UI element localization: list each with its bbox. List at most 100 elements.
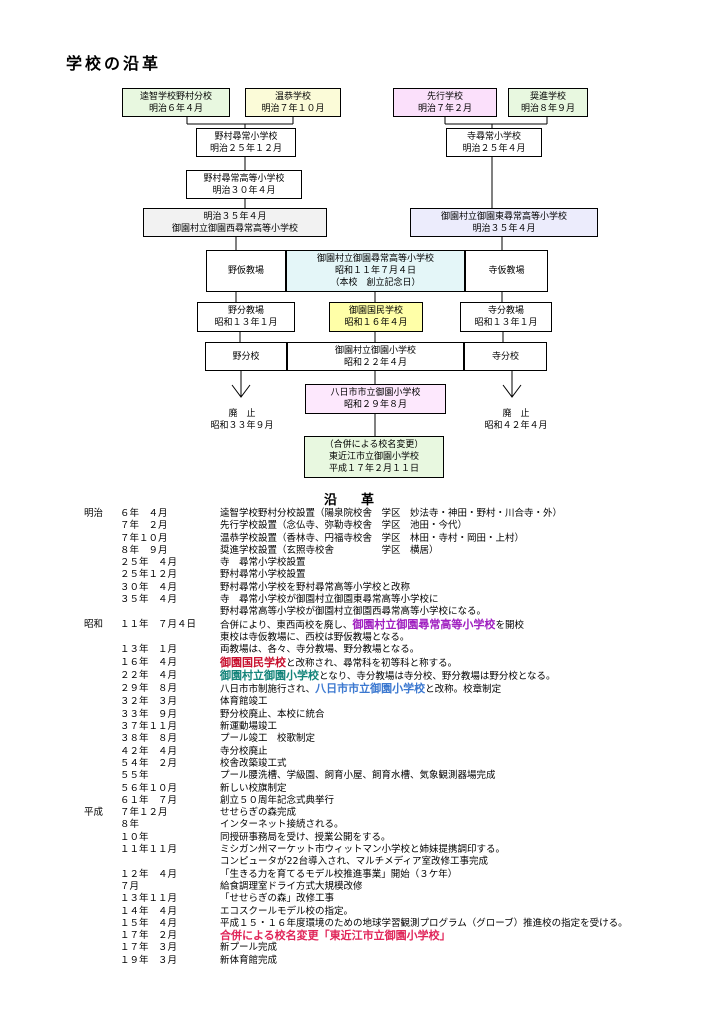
history-text: 野分校廃止、本校に統合 — [220, 708, 325, 720]
history-text: 寺 尋常小学校が御園村立御園東尋常高等小学校に — [220, 594, 439, 606]
history-row: ６１年 ７月創立５０周年記念式典挙行 — [84, 795, 704, 807]
history-text: コンピュータが22台導入され、マルチメディア室改修工事完成 — [220, 856, 489, 868]
box-higashiomi-misono: （合併による校名変更）東近江市立御園小学校平成１７年２月１１日 — [304, 436, 444, 478]
history-text: 「生きる力を育てるモデル校推進事業」開始（３ケ年） — [220, 868, 458, 880]
history-list: 明治 ６年 ４月 逵智学校野村分校設置（陽泉院校舎 学区 妙法寺・神田・野村・川合寺… — [84, 508, 704, 967]
history-row: １５年 ４月 平成１５・１６年度環境のための地球学習観測プログラム（グローブ）推進… — [84, 918, 704, 930]
history-text: 逵智学校野村分校設置（陽泉院校舎 学区 妙法寺・神田・野村・川合寺・外） — [220, 508, 563, 519]
history-date: ５４年 ２月 — [120, 757, 178, 769]
history-row: 東校は寺仮教場に、西校は野仮教場となる。 — [84, 632, 704, 644]
history-era — [84, 533, 120, 545]
history-flowchart-lines — [186, 116, 548, 436]
page-title: 学校の沿革 — [66, 54, 162, 73]
box-shoshin-school: 奨進学校明治８年９月 — [508, 88, 588, 117]
history-text: 給食調理室ドライ方式大規模改修 — [220, 880, 363, 892]
history-row: ２２年 ４月御園村立御園小学校となり、寺分教場は寺分校、野分教場は野分校となる。 — [84, 668, 704, 683]
history-row: １７年 ２月 合併による校名変更「東近江市立御園小学校」 — [84, 929, 704, 943]
history-era — [84, 545, 120, 557]
history-date: ３０年 ４月 — [120, 581, 178, 593]
box-tera-jinjo: 寺尋常小学校明治２５年４月 — [446, 128, 542, 157]
history-title: 沿革 — [324, 493, 399, 508]
history-era — [84, 955, 120, 967]
history-text: 平成１５・１６年度環境のための地球学習観測プログラム（グローブ）推進校の指定を受… — [220, 917, 628, 929]
history-era — [84, 942, 120, 954]
history-text: 両教場は、各々、寺分教場、野分教場となる。 — [220, 644, 420, 656]
box-no-bunkyojo: 野分教場昭和１３年１月 — [197, 302, 295, 332]
history-date: ８年 ９月 — [120, 544, 168, 556]
history-era — [84, 881, 120, 893]
history-date — [120, 606, 220, 618]
history-date: １７年 ２月 — [120, 930, 178, 942]
history-era — [84, 582, 120, 594]
history-era — [84, 758, 120, 770]
history-row: １０年 同授研事務局を受け、授業公開をする。 — [84, 832, 704, 844]
history-date: ５５年 — [120, 770, 149, 782]
history-era — [84, 783, 120, 795]
history-era — [84, 795, 120, 807]
history-highlight: 御園村立御園尋常高等小学校 — [352, 617, 496, 631]
history-date: ３８年 ８月 — [120, 733, 178, 745]
history-row: １３年 １月両教場は、各々、寺分教場、野分教場となる。 — [84, 644, 704, 656]
history-text: 寺 尋常小学校設置 — [220, 557, 306, 569]
history-date: １２年 ４月 — [120, 868, 178, 880]
history-date: １１年１１月 — [120, 844, 178, 856]
box-nomura-koto: 野村尋常高等小学校明治３０年４月 — [186, 170, 302, 199]
history-text: 野村尋常高等小学校が御園村立御園西尋常高等小学校になる。 — [220, 606, 487, 618]
history-text: 新体育館完成 — [220, 954, 278, 966]
history-date: ６年 ４月 — [120, 508, 168, 519]
history-text: 合併による校名変更「東近江市立御園小学校」 — [220, 929, 451, 943]
history-row: １１年１１月ミシガン州マーケット市ウィットマン小学校と姉妹提携調印する。 — [84, 844, 704, 856]
history-date: ３５年 ４月 — [120, 594, 178, 606]
box-misono-koto: 御園村立御園尋常高等小学校昭和１１年７月４日（本校 創立記念日） — [286, 250, 465, 292]
history-date: ２５年 ４月 — [120, 557, 178, 569]
history-row: ４２年 ４月寺分校廃止 — [84, 746, 704, 758]
history-text: 同授研事務局を受け、授業公開をする。 — [220, 831, 391, 843]
history-row: 野村尋常高等小学校が御園村立御園西尋常高等小学校になる。 — [84, 606, 704, 618]
history-date — [120, 856, 220, 868]
history-date: ４２年 ４月 — [120, 745, 178, 757]
history-row: １４年 ４月エコスクールモデル校の指定。 — [84, 906, 704, 918]
history-era — [84, 606, 120, 618]
history-era — [84, 696, 120, 708]
history-text: 御園村立御園小学校となり、寺分教場は寺分校、野分教場は野分校となる。 — [220, 668, 556, 682]
history-text: 御園国民学校と改称され、尋常科を初等科と称する。 — [220, 655, 458, 669]
box-senko-school: 先行学校明治７年２月 — [393, 88, 497, 117]
history-row: ３５年 ４月 寺 尋常小学校が御園村立御園東尋常高等小学校に — [84, 594, 704, 606]
history-text: せせらぎの森完成 — [220, 807, 297, 819]
history-date: ３３年 ９月 — [120, 708, 178, 720]
history-date: ２９年 ８月 — [120, 683, 178, 695]
history-date: ７月 — [120, 880, 140, 892]
box-no-karikyojo: 野仮教場 — [206, 250, 286, 292]
history-row: ３０年 ４月 野村尋常小学校を野村尋常高等小学校と改称 — [84, 582, 704, 594]
history-date: １０年 — [120, 831, 149, 843]
history-row: ８年 ９月奨進学校設置（玄照寺校舎 学区 横居） — [84, 545, 704, 557]
box-no-bunko: 野分校 — [205, 342, 287, 371]
history-text: エコスクールモデル校の指定。 — [220, 905, 354, 917]
history-era — [84, 819, 120, 831]
history-text: 新プール完成 — [220, 942, 278, 954]
history-row: ５４年 ２月校舎改築竣工式 — [84, 758, 704, 770]
history-row: ５５年 プール腰洗槽、学級園、飼育小屋、飼育水槽、気象観測器場完成 — [84, 770, 704, 782]
history-text: 「せせらぎの森」改修工事 — [220, 893, 335, 905]
history-text: 野村尋常小学校設置 — [220, 569, 306, 581]
history-row: ７月 給食調理室ドライ方式大規模改修 — [84, 881, 704, 893]
history-text: プール竣工 校歌制定 — [220, 733, 316, 745]
history-date: １５年 ４月 — [120, 917, 178, 929]
abolish-right: 廃 止昭和４２年４月 — [484, 409, 548, 431]
history-era: 明治 — [84, 508, 104, 519]
history-row: 明治 ６年 ４月 逵智学校野村分校設置（陽泉院校舎 学区 妙法寺・神田・野村・川合寺… — [84, 508, 704, 520]
history-row: ５６年１０月新しい校旗制定 — [84, 783, 704, 795]
history-row: ３８年 ８月 プール竣工 校歌制定 — [84, 733, 704, 745]
history-text: プール腰洗槽、学級園、飼育小屋、飼育水槽、気象観測器場完成 — [220, 770, 496, 782]
box-yokaichi-misono: 八日市市立御園小学校昭和２９年８月 — [305, 384, 446, 414]
history-text: 野村尋常小学校を野村尋常高等小学校と改称 — [220, 581, 411, 593]
history-text: 合併により、東西両校を廃し、御園村立御園尋常高等小学校を開校 — [220, 617, 524, 631]
history-row: ３７年１１月新運動場竣工 — [84, 721, 704, 733]
history-highlight: 八日市市立御園小学校 — [315, 682, 426, 696]
abolish-left: 廃 止昭和３３年９月 — [210, 409, 274, 431]
history-era — [84, 906, 120, 918]
history-date: ２５年１２月 — [120, 569, 178, 581]
history-text: 先行学校設置（念仏寺、弥勒寺校舎 学区 池田・今代） — [220, 520, 468, 532]
history-era: 平成 — [84, 807, 104, 819]
